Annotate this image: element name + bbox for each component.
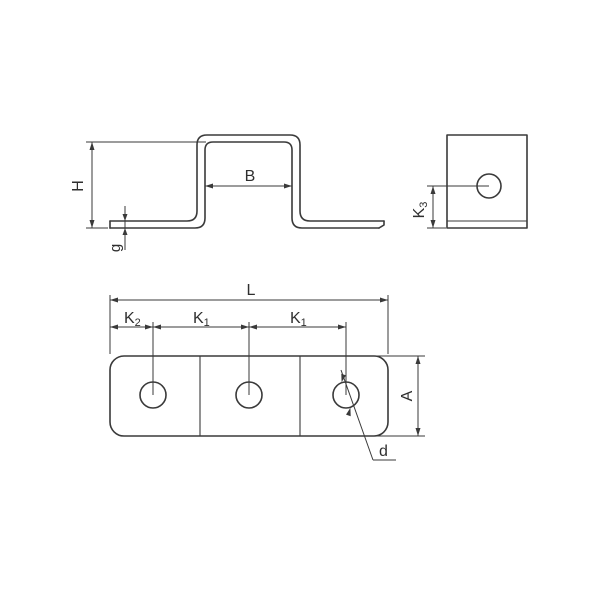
a-arrow-bottom — [415, 428, 421, 436]
k1-first-arrow-right — [241, 324, 249, 330]
h-arrow-bottom — [89, 220, 95, 228]
h-arrow-top — [89, 142, 95, 150]
k2-arrow-right — [145, 324, 153, 330]
strap-right-end — [378, 220, 385, 229]
end-view-outline — [446, 134, 528, 229]
a-label: A — [399, 390, 416, 401]
k1-second-arrow-right — [338, 324, 346, 330]
h-label: H — [70, 180, 87, 192]
side-view: H B g — [70, 134, 385, 252]
l-arrow-right — [380, 297, 388, 303]
d-arrow-upper — [341, 373, 346, 383]
g-arrow-top — [122, 214, 128, 221]
k1-first-arrow-left — [153, 324, 161, 330]
strap-profile-inner — [109, 141, 380, 229]
strap-profile-outer — [109, 134, 385, 222]
d-arrow-lower — [346, 407, 351, 417]
k2-label: K2 — [124, 310, 141, 329]
b-arrow-left — [205, 183, 213, 189]
a-arrow-top — [415, 356, 421, 364]
g-label: g — [107, 244, 124, 252]
b-arrow-right — [284, 183, 292, 189]
k1-second-arrow-left — [249, 324, 257, 330]
d-label: d — [379, 443, 388, 460]
end-view: K3 — [411, 134, 528, 229]
k3-arrow-top — [430, 186, 436, 194]
k1-first-label: K1 — [193, 310, 210, 329]
top-view: L K2 K1 K1 A d — [109, 282, 425, 461]
k2-arrow-left — [110, 324, 118, 330]
k3-label: K3 — [411, 202, 430, 219]
l-label: L — [247, 282, 256, 299]
k1-second-label: K1 — [290, 310, 307, 329]
k3-arrow-bottom — [430, 220, 436, 228]
g-arrow-bottom — [122, 228, 128, 235]
l-arrow-left — [110, 297, 118, 303]
b-label: B — [245, 168, 256, 185]
d-leader-line — [340, 369, 374, 461]
